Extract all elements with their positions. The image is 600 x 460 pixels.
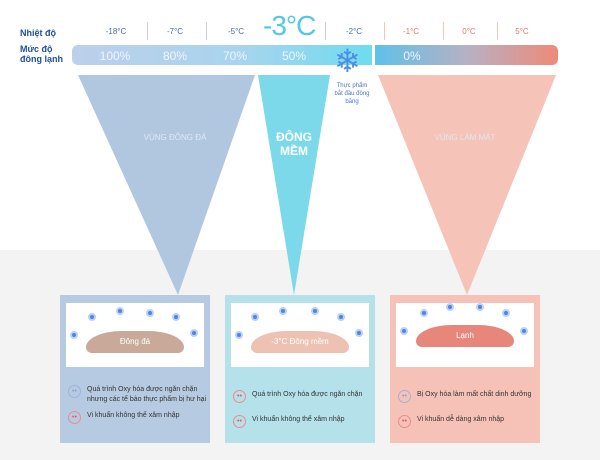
- divider: [206, 22, 207, 40]
- divider: [147, 22, 148, 40]
- happy-face-icon: ••: [233, 390, 246, 403]
- frozen-zone-triangle: [78, 75, 255, 295]
- divider: [443, 22, 444, 40]
- cool-zone-triangle: [378, 75, 556, 295]
- temp-minus7: -7°C: [166, 27, 184, 36]
- level-100: 100%: [99, 49, 131, 63]
- list-item: ••Quá trình Oxy hóa được ngăn chặn: [233, 390, 362, 403]
- temp-minus1: -1°C: [402, 27, 420, 36]
- food-mound: Đông đá: [86, 331, 184, 353]
- temp-5: 5°C: [515, 27, 529, 36]
- level-0: 0%: [403, 49, 421, 63]
- list-item: ••Vi khuẩn không thể xâm nhập: [68, 411, 180, 424]
- list-item: ••Quá trình Oxy hóa được ngăn chặn nhưng…: [68, 385, 210, 405]
- temp-minus18: -18°C: [105, 27, 127, 36]
- temperature-label: Nhiệt độ: [20, 28, 56, 38]
- list-item: ••Vi khuẩn không thể xâm nhập: [233, 415, 345, 428]
- divider: [384, 22, 385, 40]
- freeze-level-label: Mức độ đông lạnh: [20, 44, 63, 64]
- level-70: 70%: [222, 49, 248, 63]
- zone-cool-label: VÙNG LÀM MÁT: [434, 133, 496, 142]
- happy-face-icon: ••: [233, 415, 246, 428]
- cool-info-box: Lạnh ••Bị Oxy hóa làm mất chất dinh dưỡn…: [390, 295, 540, 443]
- level-50: 50%: [281, 49, 307, 63]
- frozen-info-box: Đông đá ••Quá trình Oxy hóa được ngăn ch…: [60, 295, 210, 443]
- zone-frozen-label: VÙNG ĐÔNG ĐÁ: [143, 133, 207, 142]
- snow-note: Thực phẩm bắt đầu đông băng: [334, 83, 370, 105]
- soft-freeze-info-box: -3°C Đông mềm ••Quá trình Oxy hóa được n…: [225, 295, 375, 443]
- soft-freeze-zone-triangle: [258, 75, 330, 295]
- sad-face-icon: ••: [68, 385, 81, 398]
- divider: [325, 22, 326, 40]
- temp-minus2: -2°C: [345, 27, 363, 36]
- level-80: 80%: [162, 49, 188, 63]
- illustration: Đông đá: [66, 303, 204, 367]
- sad-face-icon: ••: [398, 390, 411, 403]
- zone-soft-label: ĐÔNG MỀM: [276, 130, 312, 158]
- happy-face-icon: ••: [68, 411, 81, 424]
- happy-face-icon: ••: [398, 415, 411, 428]
- divider: [497, 22, 498, 40]
- freeze-level-bar-frozen: [72, 45, 372, 65]
- snowflake-icon: ❄: [334, 43, 361, 79]
- temp-0: 0°C: [462, 27, 476, 36]
- food-mound: Lạnh: [416, 325, 514, 347]
- temp-minus3-highlight: -3°C: [263, 10, 316, 41]
- illustration: -3°C Đông mềm: [231, 303, 369, 367]
- list-item: ••Vi khuẩn dễ dàng xâm nhập: [398, 415, 504, 428]
- illustration: Lạnh: [396, 303, 534, 367]
- temp-minus5: -5°C: [227, 27, 245, 36]
- list-item: ••Bị Oxy hóa làm mất chất dinh dưỡng: [398, 390, 531, 403]
- freeze-level-bar-cool: [375, 45, 558, 65]
- food-mound: -3°C Đông mềm: [251, 331, 349, 353]
